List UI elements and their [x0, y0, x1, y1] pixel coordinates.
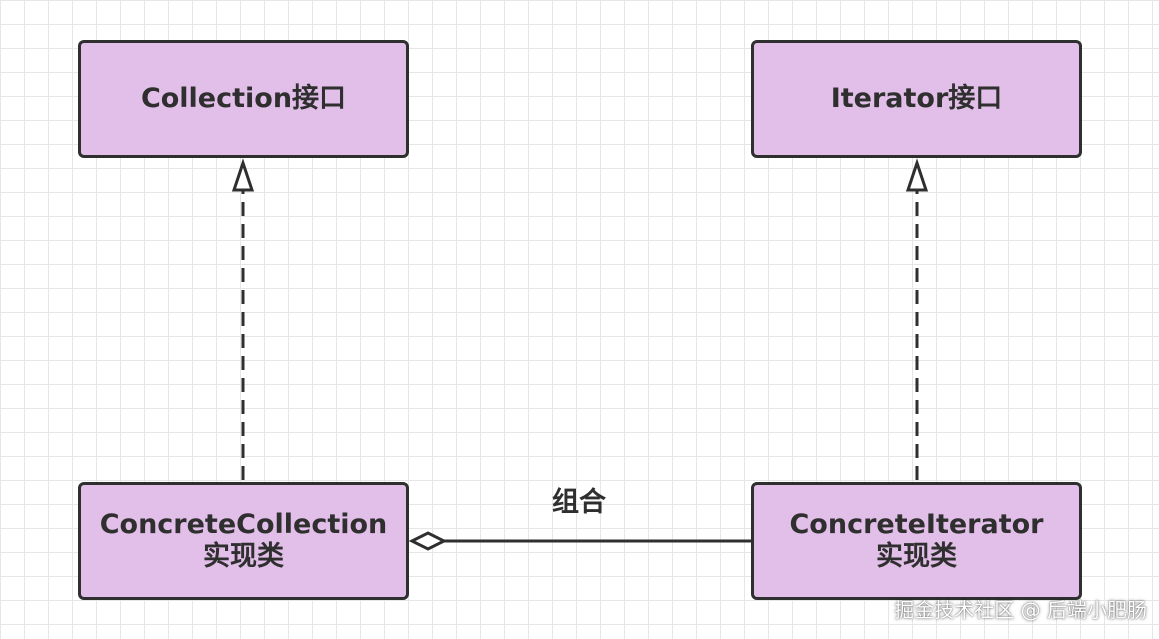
concrete-collection-node[interactable]: ConcreteCollection 实现类	[78, 482, 409, 600]
concrete-iterator-node[interactable]: ConcreteIterator 实现类	[751, 482, 1082, 600]
composition-edge-label: 组合	[552, 487, 606, 518]
hollow-arrowhead-iterator	[905, 158, 929, 192]
hollow-arrowhead-collection	[231, 158, 255, 192]
collection-interface-node[interactable]: Collection接口	[78, 40, 409, 158]
iterator-interface-node[interactable]: Iterator接口	[751, 40, 1082, 158]
collection-interface-label: Collection接口	[140, 82, 347, 114]
concrete-collection-subtitle: 实现类	[203, 541, 284, 572]
iterator-interface-label: Iterator接口	[830, 82, 1003, 114]
concrete-iterator-subtitle: 实现类	[876, 541, 957, 572]
aggregation-diamond	[408, 531, 448, 551]
watermark-text: 掘金技术社区 @ 后端小肥肠	[894, 598, 1147, 622]
concrete-collection-name: ConcreteCollection	[99, 508, 388, 540]
concrete-iterator-name: ConcreteIterator	[789, 508, 1044, 540]
